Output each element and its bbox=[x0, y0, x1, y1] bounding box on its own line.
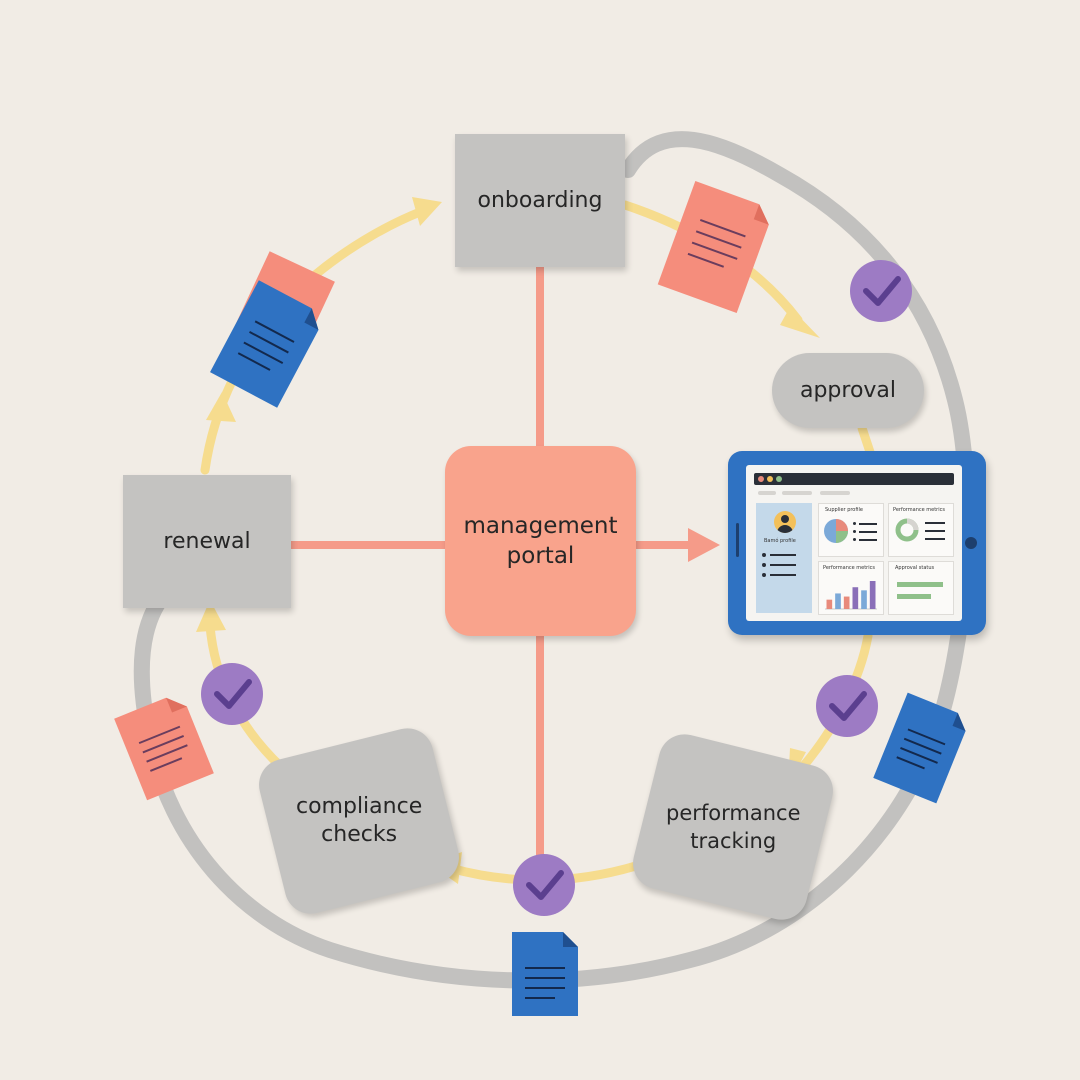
document-icon bbox=[210, 280, 319, 408]
flow-arrowhead-onboarding bbox=[412, 197, 442, 226]
flow-arrowhead-renewal-up bbox=[206, 392, 236, 422]
window-dot-yellow bbox=[767, 476, 773, 482]
list-row bbox=[770, 574, 796, 576]
mini-bar bbox=[852, 587, 859, 609]
mini-bar bbox=[826, 599, 833, 609]
node-management-portal[interactable]: management portal bbox=[445, 446, 636, 636]
list-row bbox=[859, 531, 877, 533]
window-dot-red bbox=[758, 476, 764, 482]
node-onboarding[interactable]: onboarding bbox=[455, 134, 625, 267]
nav-placeholder bbox=[782, 491, 812, 495]
list-bullet bbox=[762, 573, 766, 577]
card-title: Approval status bbox=[895, 565, 935, 571]
flow-arrowhead-approval bbox=[780, 307, 820, 338]
screen-title-bar bbox=[754, 473, 954, 485]
mini-bar bbox=[843, 596, 850, 609]
outer-loop-ribbon bbox=[133, 131, 975, 989]
node-compliance-checks-label: compliance checks bbox=[295, 794, 423, 848]
document-icon bbox=[512, 932, 578, 1016]
nav-placeholder bbox=[820, 491, 850, 495]
mini-bar bbox=[861, 590, 867, 609]
check-icon bbox=[201, 663, 263, 725]
profile-label: Bamó profile bbox=[764, 538, 796, 544]
list-bullet bbox=[853, 522, 856, 525]
card-approval-status: Approval status bbox=[888, 561, 954, 615]
tablet-icon[interactable]: Bamó profile Supplier profile Performanc… bbox=[728, 451, 986, 635]
list-bullet bbox=[853, 538, 856, 541]
list-row bbox=[859, 539, 877, 541]
bar-chart-icon bbox=[825, 581, 877, 610]
list-row bbox=[859, 523, 877, 525]
check-icon bbox=[816, 675, 878, 737]
list-bullet bbox=[762, 553, 766, 557]
node-approval[interactable]: approval bbox=[772, 353, 924, 428]
window-dot-green bbox=[776, 476, 782, 482]
avatar-icon bbox=[774, 511, 796, 533]
profile-panel: Bamó profile bbox=[756, 503, 812, 613]
nav-placeholder bbox=[758, 491, 776, 495]
list-row bbox=[925, 530, 945, 532]
card-title: Performance metrics bbox=[823, 565, 875, 571]
node-performance-tracking-label: performance tracking bbox=[665, 801, 801, 853]
card-title: Supplier profile bbox=[825, 507, 863, 513]
document-icon bbox=[873, 692, 966, 804]
list-bullet bbox=[853, 530, 856, 533]
document-icon bbox=[657, 180, 769, 314]
mini-bar bbox=[869, 581, 876, 609]
tablet-screen: Bamó profile Supplier profile Performanc… bbox=[746, 465, 962, 621]
card-performance-metrics: Performance metrics bbox=[888, 503, 954, 557]
avatar-body bbox=[777, 525, 793, 533]
check-icon bbox=[850, 260, 912, 322]
status-bar bbox=[897, 582, 943, 587]
flow-arrow-approval-tablet bbox=[857, 423, 875, 457]
node-management-portal-label: management portal bbox=[463, 513, 618, 569]
card-performance-chart: Performance metrics bbox=[818, 561, 884, 615]
list-row bbox=[770, 554, 796, 556]
node-renewal-label: renewal bbox=[163, 528, 251, 554]
node-onboarding-label: onboarding bbox=[477, 187, 603, 213]
pie-chart-icon bbox=[824, 519, 848, 543]
check-icon bbox=[513, 854, 575, 916]
connector-portal-tablet-arrowhead bbox=[688, 528, 720, 562]
list-bullet bbox=[762, 563, 766, 567]
card-supplier-profile: Supplier profile bbox=[818, 503, 884, 557]
tablet-home-button[interactable] bbox=[965, 537, 977, 549]
avatar-head bbox=[781, 515, 789, 523]
flow-arrowhead-renewal bbox=[196, 600, 226, 632]
donut-chart-icon bbox=[895, 518, 919, 542]
list-row bbox=[925, 538, 945, 540]
mini-bar bbox=[835, 593, 841, 609]
node-renewal[interactable]: renewal bbox=[123, 475, 291, 608]
card-title: Performance metrics bbox=[893, 507, 945, 513]
list-row bbox=[770, 564, 796, 566]
node-approval-label: approval bbox=[799, 377, 897, 403]
status-bar bbox=[897, 594, 931, 599]
list-row bbox=[925, 522, 945, 524]
document-icon bbox=[114, 697, 214, 801]
tablet-camera bbox=[736, 523, 739, 557]
